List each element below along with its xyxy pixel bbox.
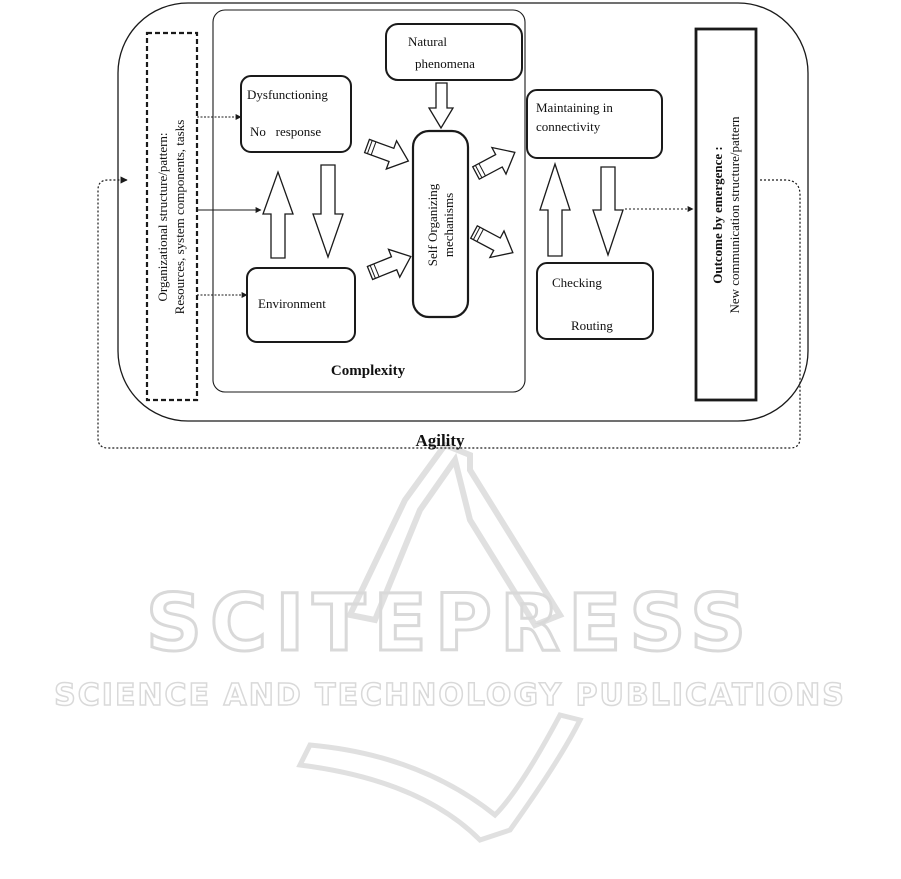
self-organizing-box — [411, 129, 470, 319]
complexity-box — [212, 9, 526, 393]
maintaining-label-line2: connectivity — [536, 119, 601, 134]
natural-label-line1: Natural — [408, 34, 447, 49]
natural-to-self-organizing-arrow — [427, 82, 455, 130]
dysfunctioning-to-environment-arrow — [312, 164, 344, 259]
checking-routing-box — [536, 262, 654, 340]
watermark-subtitle: SCIENCE AND TECHNOLOGY PUBLICATIONS — [54, 678, 846, 713]
scitepress-watermark: SCITEPRESS SCIENCE AND TECHNOLOGY PUBLIC… — [53, 441, 846, 843]
natural-phenomena-box — [385, 23, 523, 81]
outcome-box — [694, 27, 758, 402]
natural-label-line2: phenomena — [415, 56, 475, 71]
checking-label-line1: Checking — [552, 275, 602, 290]
agility-label: Agility — [415, 431, 465, 450]
agility-feedback-loop — [97, 176, 801, 449]
organizational-box — [145, 31, 199, 402]
environment-label: Environment — [258, 296, 326, 311]
organizational-label-line2: Resources, system components, tasks — [172, 120, 187, 315]
outcome-label-line2: New communication structure/pattern — [727, 116, 742, 314]
dysfunctioning-to-self-organizing-arrow — [361, 131, 415, 176]
environment-to-self-organizing-arrow — [363, 241, 418, 288]
checking-label-line2: Routing — [571, 318, 613, 333]
dysfunctioning-label-line1: Dysfunctioning — [247, 87, 328, 102]
outer-frame — [117, 2, 809, 422]
maintaining-to-checking-arrow — [592, 166, 624, 258]
self-organizing-to-maintaining-arrow — [468, 138, 523, 187]
maintaining-box — [526, 89, 663, 159]
complexity-label: Complexity — [331, 363, 406, 379]
maintaining-label-line1: Maintaining in — [536, 100, 613, 115]
organizational-label-line1: Organizational structure/pattern: — [155, 132, 170, 301]
environment-box — [246, 267, 356, 343]
checking-to-maintaining-arrow — [539, 161, 571, 257]
outcome-label-line1: Outcome by emergence : — [710, 146, 725, 284]
watermark-title: SCITEPRESS — [146, 579, 754, 669]
watermark-logo-shape — [345, 441, 565, 629]
self-organizing-to-checking-arrow — [466, 218, 521, 267]
self-organizing-label-line1: Self Organizing — [425, 183, 440, 266]
dysfunctioning-box — [240, 75, 352, 153]
dysfunctioning-label-line2: No response — [250, 124, 321, 139]
self-organizing-label-line2: mechanisms — [441, 193, 456, 257]
watermark-logo-curve — [296, 712, 584, 843]
environment-to-dysfunctioning-arrow — [262, 170, 294, 259]
